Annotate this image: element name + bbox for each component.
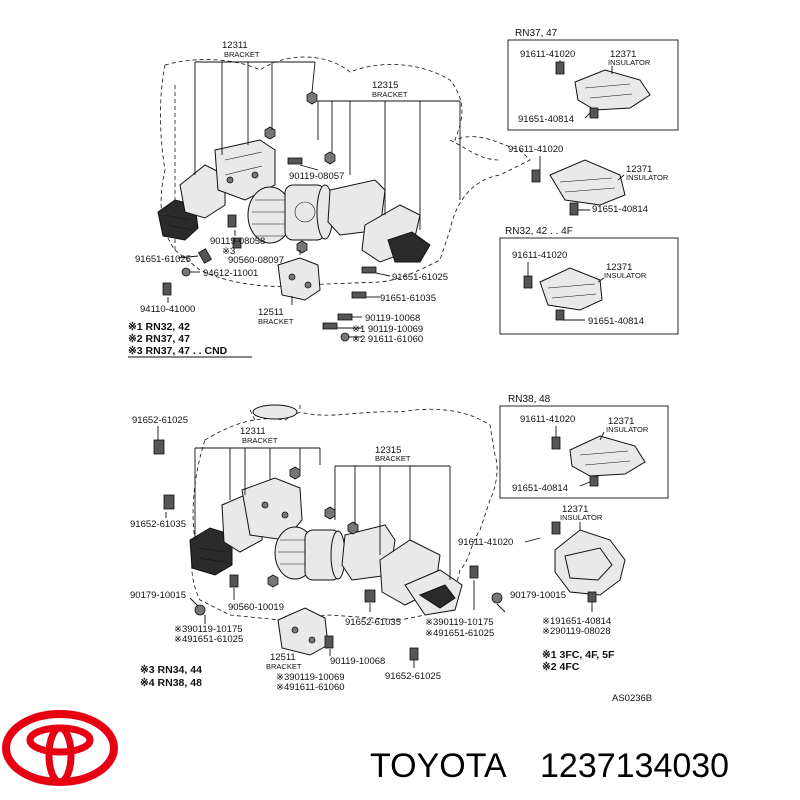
note-2: ※2 RN37, 47 [128,333,190,345]
box-rn37-insulator-name: INSULATOR [608,58,651,67]
note-bottom-2: ※2 4FC [542,661,580,673]
bracket-12311-name-top: BRACKET [224,50,260,59]
bracket-12311-name-bottom: BRACKET [242,436,278,445]
free-top-insulator-num: 12371 [626,164,652,175]
box-rn38-bolt: 91611-41020 [520,414,575,425]
bracket-12311-bottom [241,477,303,541]
label-91652-61035-left: 91652-61035 [130,519,186,530]
note-bottom-1: ※1 3FC, 4F, 5F [542,649,615,661]
bracket-12511-bottom [277,607,329,656]
box-rn38-insulator-num: 12371 [608,416,634,427]
label-90119-10069: ※1 90119-10069 [352,324,423,335]
box-rn38-title: RN38, 48 [508,394,551,405]
label-90119-10068: 90119-10068 [365,313,420,324]
bracket-12315-bottom [341,524,463,616]
leader-lines-bottom [157,426,541,668]
box-rn38-insulator-name: INSULATOR [606,425,649,434]
box-rn32-insulator-name: INSULATOR [604,271,647,280]
label-91651-61025-right: ※491651-61025 [425,628,494,639]
label-91651-61025-right: 91651-61025 [392,272,448,283]
insulator-free-bottom: 12371 INSULATOR 91611-41020 90179-10015 … [458,504,626,673]
bracket-12511-name-bottom: BRACKET [266,662,302,671]
diagram-code: AS0236B [612,693,652,704]
box-rn32-bolt: 91611-41020 [512,250,567,261]
note-3: ※3 RN37, 47 . . CND [128,345,228,357]
box-rn38-bolt2: 91651-40814 [512,483,568,494]
label-90119-08028: ※290119-08028 [542,626,611,637]
label-91611-61060: ※2 91611-61060 [352,334,423,345]
label-94612-11001: 94612-11001 [203,268,258,279]
label-90119-10068-bottom: 90119-10068 [330,656,385,667]
box-rn37-title: RN37, 47 [515,28,558,39]
box-rn37-47: RN37, 47 91611-41020 12371 INSULATOR 916… [507,28,679,131]
label-91611-61060-bottom: ※491611-61060 [276,682,345,693]
box-rn37-bolt2: 91651-40814 [518,114,574,125]
box-rn32-insulator-num: 12371 [606,262,632,273]
label-91651-61025-left: ※491651-61025 [174,634,243,645]
free-bottom-insulator-name: INSULATOR [560,513,603,522]
label-90179-10015-right: 90179-10015 [510,590,566,601]
note-1: ※1 RN32, 42 [128,321,190,333]
label-90119-10175-right: ※390119-10175 [425,617,494,628]
toyota-logo [2,710,118,786]
bracket-12511-num-top: 12511 [258,307,284,318]
label-90119-10175-left: ※390119-10175 [174,624,243,635]
bracket-12315-name-bottom: BRACKET [375,454,411,463]
part-number: 1237134030 [540,747,729,785]
free-bottom-insulator-num: 12371 [562,504,588,515]
label-90560-08097: 90560-08097 [228,255,284,266]
bracket-12511-num-bottom: 12511 [270,652,296,663]
bottom-diagram: 91652-61025 91652-61035 90179-10015 9056… [130,394,669,704]
brand-name: TOYOTA [370,747,507,785]
label-91611-41020-bottom: 91611-41020 [458,537,513,548]
label-90119-08057: 90119-08057 [289,171,344,182]
top-diagram: 12311 BRACKET 12315 BRACKET 12511 BRACKE… [128,28,679,358]
box-rn32-bolt2: 91651-40814 [588,316,644,327]
label-90179-10015-left: 90179-10015 [130,590,186,601]
bracket-12511-top [277,257,321,301]
label-90119-10069-bottom: ※390119-10069 [276,672,345,683]
leader-lines-top [167,61,461,338]
bracket-12315-num-top: 12315 [372,80,398,91]
note-bottom-4: ※4 RN38, 48 [140,677,202,689]
box-rn37-bolt: 91611-41020 [520,49,575,60]
note-bottom-3: ※3 RN34, 44 [140,664,202,676]
label-91652-61025-top: 91652-61025 [132,415,188,426]
label-90119-08058: 90119-08058 [210,236,265,247]
label-91651-40814-bottom: ※191651-40814 [542,616,611,627]
free-top-bolt: 91611-41020 [508,144,563,155]
starter-assembly-bottom [274,526,346,581]
bracket-12315-top [327,179,431,263]
box-rn32-42: RN32, 42 . . 4F 91611-41020 12371 INSULA… [499,226,679,335]
label-91652-61035-mid: 91652-61035 [345,617,401,628]
starter-assembly-top [247,184,334,244]
label-90560-10019: 90560-10019 [228,602,284,613]
box-rn37-insulator-num: 12371 [610,49,636,60]
label-91651-61035: 91651-61035 [380,293,436,304]
free-top-insulator-name: INSULATOR [626,173,669,182]
bracket-12311-top [214,139,276,201]
label-91652-61025-bottom: 91652-61025 [385,671,441,682]
box-rn32-title: RN32, 42 . . 4F [505,226,573,237]
bracket-12311-num-bottom: 12311 [240,426,266,437]
insulator-free-top: 91611-41020 12371 INSULATOR 91651-40814 [508,144,669,216]
fasteners-bottom [153,439,503,661]
bracket-12315-name-top: BRACKET [372,90,408,99]
label-note3: ※3 [222,246,235,257]
bracket-12315-num-bottom: 12315 [375,445,401,456]
label-94110-41000: 94110-41000 [140,304,195,315]
insulator-left-top [157,164,226,241]
bracket-12311-num-top: 12311 [222,40,248,51]
free-top-bolt2: 91651-40814 [592,204,648,215]
bracket-12511-name-top: BRACKET [258,317,294,326]
box-rn38-48: RN38, 48 91611-41020 12371 INSULATOR 916… [499,394,669,499]
label-91651-61025-left: 91651-61025 [135,254,191,265]
